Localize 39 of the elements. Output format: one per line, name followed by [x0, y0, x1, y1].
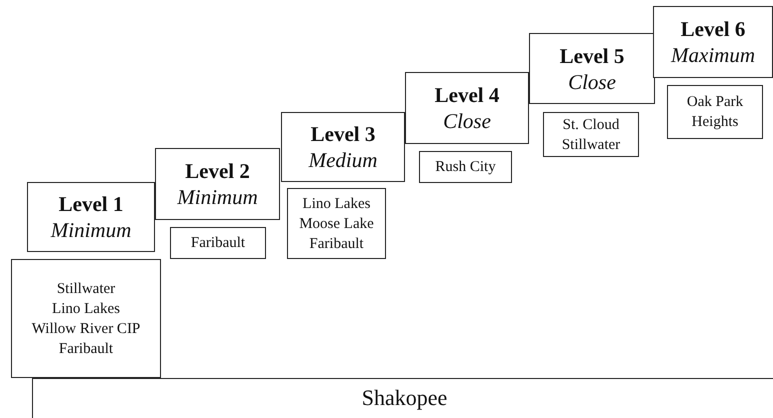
facility-name: Heights — [692, 113, 738, 132]
level-box — [405, 72, 529, 144]
facility-name: Stillwater — [56, 280, 116, 298]
level-box — [27, 182, 155, 252]
level-box — [155, 148, 280, 220]
level-heading: Level 6 — [680, 16, 746, 42]
facility-name: Willow River CIP — [32, 320, 140, 338]
facility-box — [170, 227, 266, 259]
level-box — [653, 6, 773, 78]
facility-name: Oak Park — [686, 93, 744, 112]
facility-name: Stillwater — [562, 136, 620, 154]
facility-name: Moose Lake — [299, 214, 374, 234]
security-label: Minimum — [177, 184, 258, 210]
level-box — [529, 33, 655, 104]
security-label: Close — [568, 68, 616, 94]
facility-name: Faribault — [58, 340, 114, 358]
facility-box — [287, 188, 386, 259]
level-heading: Level 4 — [434, 82, 500, 108]
security-label: Close — [443, 108, 491, 134]
level-box — [281, 112, 405, 182]
facility-box — [667, 85, 763, 139]
security-label: Minimum — [50, 217, 132, 243]
facility-name: Faribault — [309, 234, 364, 254]
facility-name: Lino Lakes — [52, 300, 120, 318]
base-box — [32, 378, 773, 418]
facility-name: Faribault — [190, 234, 246, 253]
facility-name: St. Cloud — [562, 116, 620, 134]
facility-name: Shakopee — [362, 385, 448, 411]
security-label: Medium — [308, 147, 378, 173]
facility-box — [11, 259, 161, 378]
facility-box — [543, 112, 639, 157]
level-heading: Level 5 — [560, 42, 624, 68]
level-heading: Level 3 — [310, 121, 376, 147]
level-heading: Level 1 — [58, 191, 124, 217]
facility-box — [419, 151, 512, 183]
facility-name: Lino Lakes — [302, 194, 370, 214]
security-label: Maximum — [671, 42, 755, 68]
level-heading: Level 2 — [185, 158, 250, 184]
facility-name: Rush City — [435, 158, 496, 177]
